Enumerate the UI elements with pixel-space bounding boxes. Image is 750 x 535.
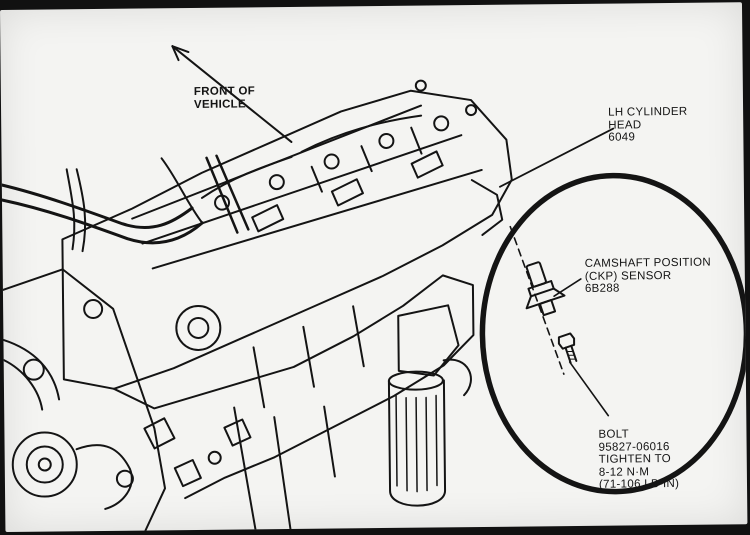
- label-line: CAMSHAFT POSITION: [584, 256, 712, 270]
- cylinder-head-leader: [498, 127, 615, 188]
- front-arrow-icon: [171, 45, 293, 143]
- label-line: VEHICLE: [193, 97, 247, 111]
- ckp-sensor-icon: [525, 261, 566, 317]
- label-line: (71-106 LB-IN): [598, 477, 680, 491]
- label-line: TIGHTEN TO: [598, 452, 672, 466]
- label-line: LH CYLINDER: [608, 105, 688, 119]
- front-of-vehicle-label: FRONT OF VEHICLE: [194, 85, 255, 111]
- bolt-label: BOLT 95827-06016 TIGHTEN TO 8-12 N·m (71…: [598, 428, 679, 491]
- engine-line-art-icon: [0, 79, 513, 532]
- label-line: FRONT OF: [193, 85, 256, 98]
- lh-cylinder-head-label: LH CYLINDER HEAD 6049: [608, 106, 688, 144]
- label-line: 95827-06016: [598, 440, 670, 454]
- ckp-sensor-label: CAMSHAFT POSITION (CKP) SENSOR 6B288: [585, 257, 712, 296]
- label-line: HEAD: [608, 118, 642, 132]
- label-line: 6049: [608, 131, 636, 144]
- label-line: BOLT: [598, 428, 629, 441]
- label-line: 6B288: [584, 282, 620, 295]
- label-line: 8-12 N·m: [598, 465, 650, 479]
- bolt-icon: [557, 332, 578, 364]
